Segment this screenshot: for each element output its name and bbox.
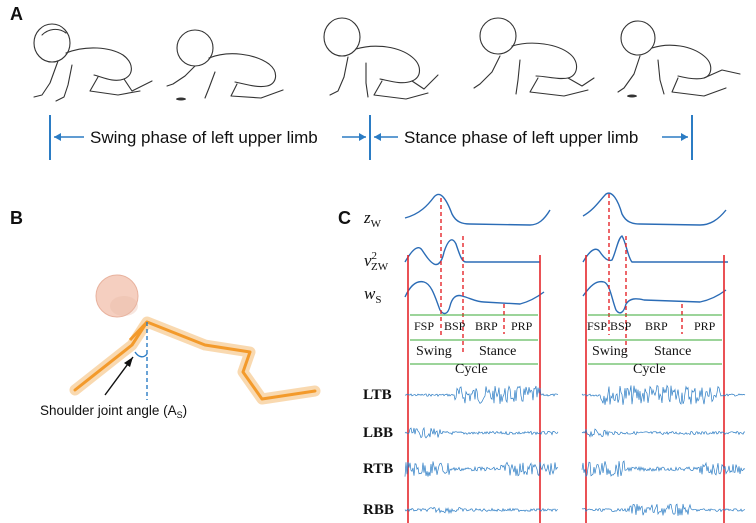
segment-label-fsp-2: FSP — [587, 319, 607, 333]
infant-sketch-1 — [33, 23, 153, 102]
emg-label-lbb: LBB — [363, 425, 393, 441]
swing-label-1: Swing — [416, 344, 452, 359]
variable-label-ws: wS — [364, 284, 381, 306]
swing-phase-label: Swing phase of left upper limb — [90, 128, 318, 147]
emg-trace-ltb-cycle2 — [581, 384, 746, 405]
shoulder-angle-indicator — [104, 322, 148, 400]
emg-label-rbb: RBB — [363, 502, 394, 518]
emg-trace-ltb-cycle1 — [404, 385, 559, 404]
segment-label-prp-1: PRP — [511, 319, 533, 333]
segment-label-brp-1: BRP — [475, 319, 498, 333]
emg-label-ltb: LTB — [363, 387, 392, 403]
shoulder-angle-label: Shoulder joint angle (AS) — [40, 403, 187, 420]
emg-trace-rbb-cycle2 — [581, 503, 746, 516]
variable-label-zw: zW — [363, 208, 382, 230]
segment-label-bsp-2: BSP — [610, 319, 632, 333]
infant-sketch-3 — [323, 17, 439, 100]
v2zw-trace-cycle1 — [404, 239, 540, 266]
emg-trace-rtb-cycle2 — [581, 460, 746, 478]
zw-trace-cycle2 — [582, 192, 727, 226]
emg-label-rtb: RTB — [363, 461, 393, 477]
infant-sketch-2 — [166, 29, 284, 101]
emg-trace-lbb-cycle1 — [404, 426, 559, 439]
zw-trace-cycle1 — [404, 193, 551, 226]
cycle-label-2: Cycle — [633, 362, 666, 377]
panel-b-letter: B — [10, 208, 23, 228]
head-circle — [95, 274, 139, 318]
emg-trace-rtb-cycle1 — [404, 461, 559, 477]
ws-trace-cycle2 — [582, 280, 727, 314]
panel-a-letter: A — [10, 4, 23, 24]
cycle-label-1: Cycle — [455, 362, 488, 377]
emg-trace-lbb-cycle2 — [581, 428, 746, 438]
stance-phase-label: Stance phase of left upper limb — [404, 128, 638, 147]
emg-traces — [404, 384, 746, 516]
phase-markers — [49, 115, 693, 160]
infant-sketch-5 — [617, 20, 741, 98]
panel-c-letter: C — [338, 208, 351, 228]
stance-label-2: Stance — [654, 344, 691, 359]
swing-label-2: Swing — [592, 344, 628, 359]
stick-figure — [69, 274, 321, 405]
v2zw-trace-cycle2 — [582, 235, 728, 263]
phase-brackets — [410, 314, 722, 365]
segment-label-fsp-1: FSP — [414, 319, 434, 333]
emg-trace-rbb-cycle1 — [404, 506, 559, 515]
ws-trace-cycle1 — [404, 280, 545, 315]
infant-sketch-4 — [473, 17, 595, 97]
panel-b: B Shoulder joint angle (AS) — [10, 208, 321, 420]
stance-label-1: Stance — [479, 344, 516, 359]
segment-label-prp-2: PRP — [694, 319, 716, 333]
segment-label-brp-2: BRP — [645, 319, 668, 333]
segment-label-bsp-1: BSP — [444, 319, 466, 333]
panel-a: A — [10, 4, 741, 160]
